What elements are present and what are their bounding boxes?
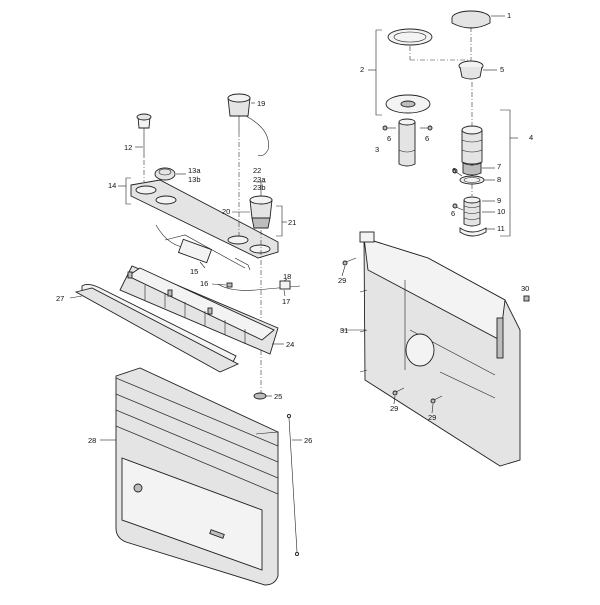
callout-9: 9: [497, 196, 501, 205]
callout-6b: 6: [425, 134, 429, 143]
thermocouple-part-16-17-18: [217, 280, 301, 291]
callout-29b: 29: [390, 404, 398, 413]
flue-tube-part-4: [461, 125, 483, 176]
ignitor-part-19: [227, 93, 269, 157]
callout-27: 27: [56, 294, 64, 303]
burner-frame-part-24: [119, 265, 279, 355]
callout-15: 15: [190, 267, 198, 276]
flue-pipe-part-3: [398, 118, 416, 167]
callout-17: 17: [282, 297, 290, 306]
bellows-part-10: [463, 196, 481, 227]
clamp-ring-part-8: [459, 175, 485, 185]
callout-29a: 29: [338, 276, 346, 285]
callout-7: 7: [497, 162, 501, 171]
screw-part-6: [382, 125, 464, 211]
cap-part-13: [154, 167, 176, 181]
callout-3: 3: [375, 145, 379, 154]
bracket-21: [276, 205, 287, 237]
callout-16: 16: [200, 279, 208, 288]
bracket-2: [368, 29, 382, 116]
callout-6a: 6: [387, 134, 391, 143]
bracket-14: [118, 177, 131, 205]
callout-26: 26: [304, 436, 312, 445]
callout-1: 1: [507, 11, 511, 20]
valve-part-20-21: [249, 181, 273, 229]
callout-4: 4: [529, 133, 533, 142]
callout-5: 5: [500, 65, 504, 74]
callout-22: 22: [253, 166, 261, 175]
rod-part-26: [286, 413, 300, 557]
callout-30: 30: [521, 284, 529, 293]
callout-14: 14: [108, 181, 116, 190]
callout-2: 2: [360, 65, 364, 74]
callout-28: 28: [88, 436, 96, 445]
callout-6d: 6: [451, 209, 455, 218]
callout-19: 19: [257, 99, 265, 108]
callout-6c: 6: [452, 166, 456, 175]
flue-cap-part-1: [451, 10, 491, 29]
callout-24: 24: [286, 340, 294, 349]
callout-31: 31: [340, 326, 348, 335]
callout-23a: 23a: [253, 175, 266, 184]
clip-part-30: [523, 295, 530, 302]
callout-13b: 13b: [188, 175, 201, 184]
trim-strip-part-27: [74, 283, 240, 373]
knob-part-12: [136, 113, 152, 158]
callout-21: 21: [288, 218, 296, 227]
washer-part-25: [253, 392, 267, 400]
callout-25: 25: [274, 392, 282, 401]
screw-part-29: [342, 257, 443, 404]
callout-13a: 13a: [188, 166, 201, 175]
callout-18: 18: [283, 272, 291, 281]
flue-nozzle-part-5: [458, 60, 484, 80]
callout-11: 11: [497, 224, 505, 233]
back-panel-part-31: [359, 231, 521, 467]
wiring-part-15: [155, 224, 251, 271]
front-casing-part-28: [115, 367, 279, 586]
callout-8: 8: [497, 175, 501, 184]
panel-part-14: [130, 179, 279, 259]
callout-10: 10: [497, 207, 505, 216]
callout-23b: 23b: [253, 183, 266, 192]
callout-20: 20: [222, 207, 230, 216]
bracket-4: [500, 109, 518, 237]
flue-ring-part-2-upper: [387, 28, 433, 46]
callout-29c: 29: [428, 413, 436, 422]
callout-12: 12: [124, 143, 132, 152]
flue-ring-part-2-lower: [385, 94, 431, 114]
clamp-part-11: [459, 227, 487, 237]
